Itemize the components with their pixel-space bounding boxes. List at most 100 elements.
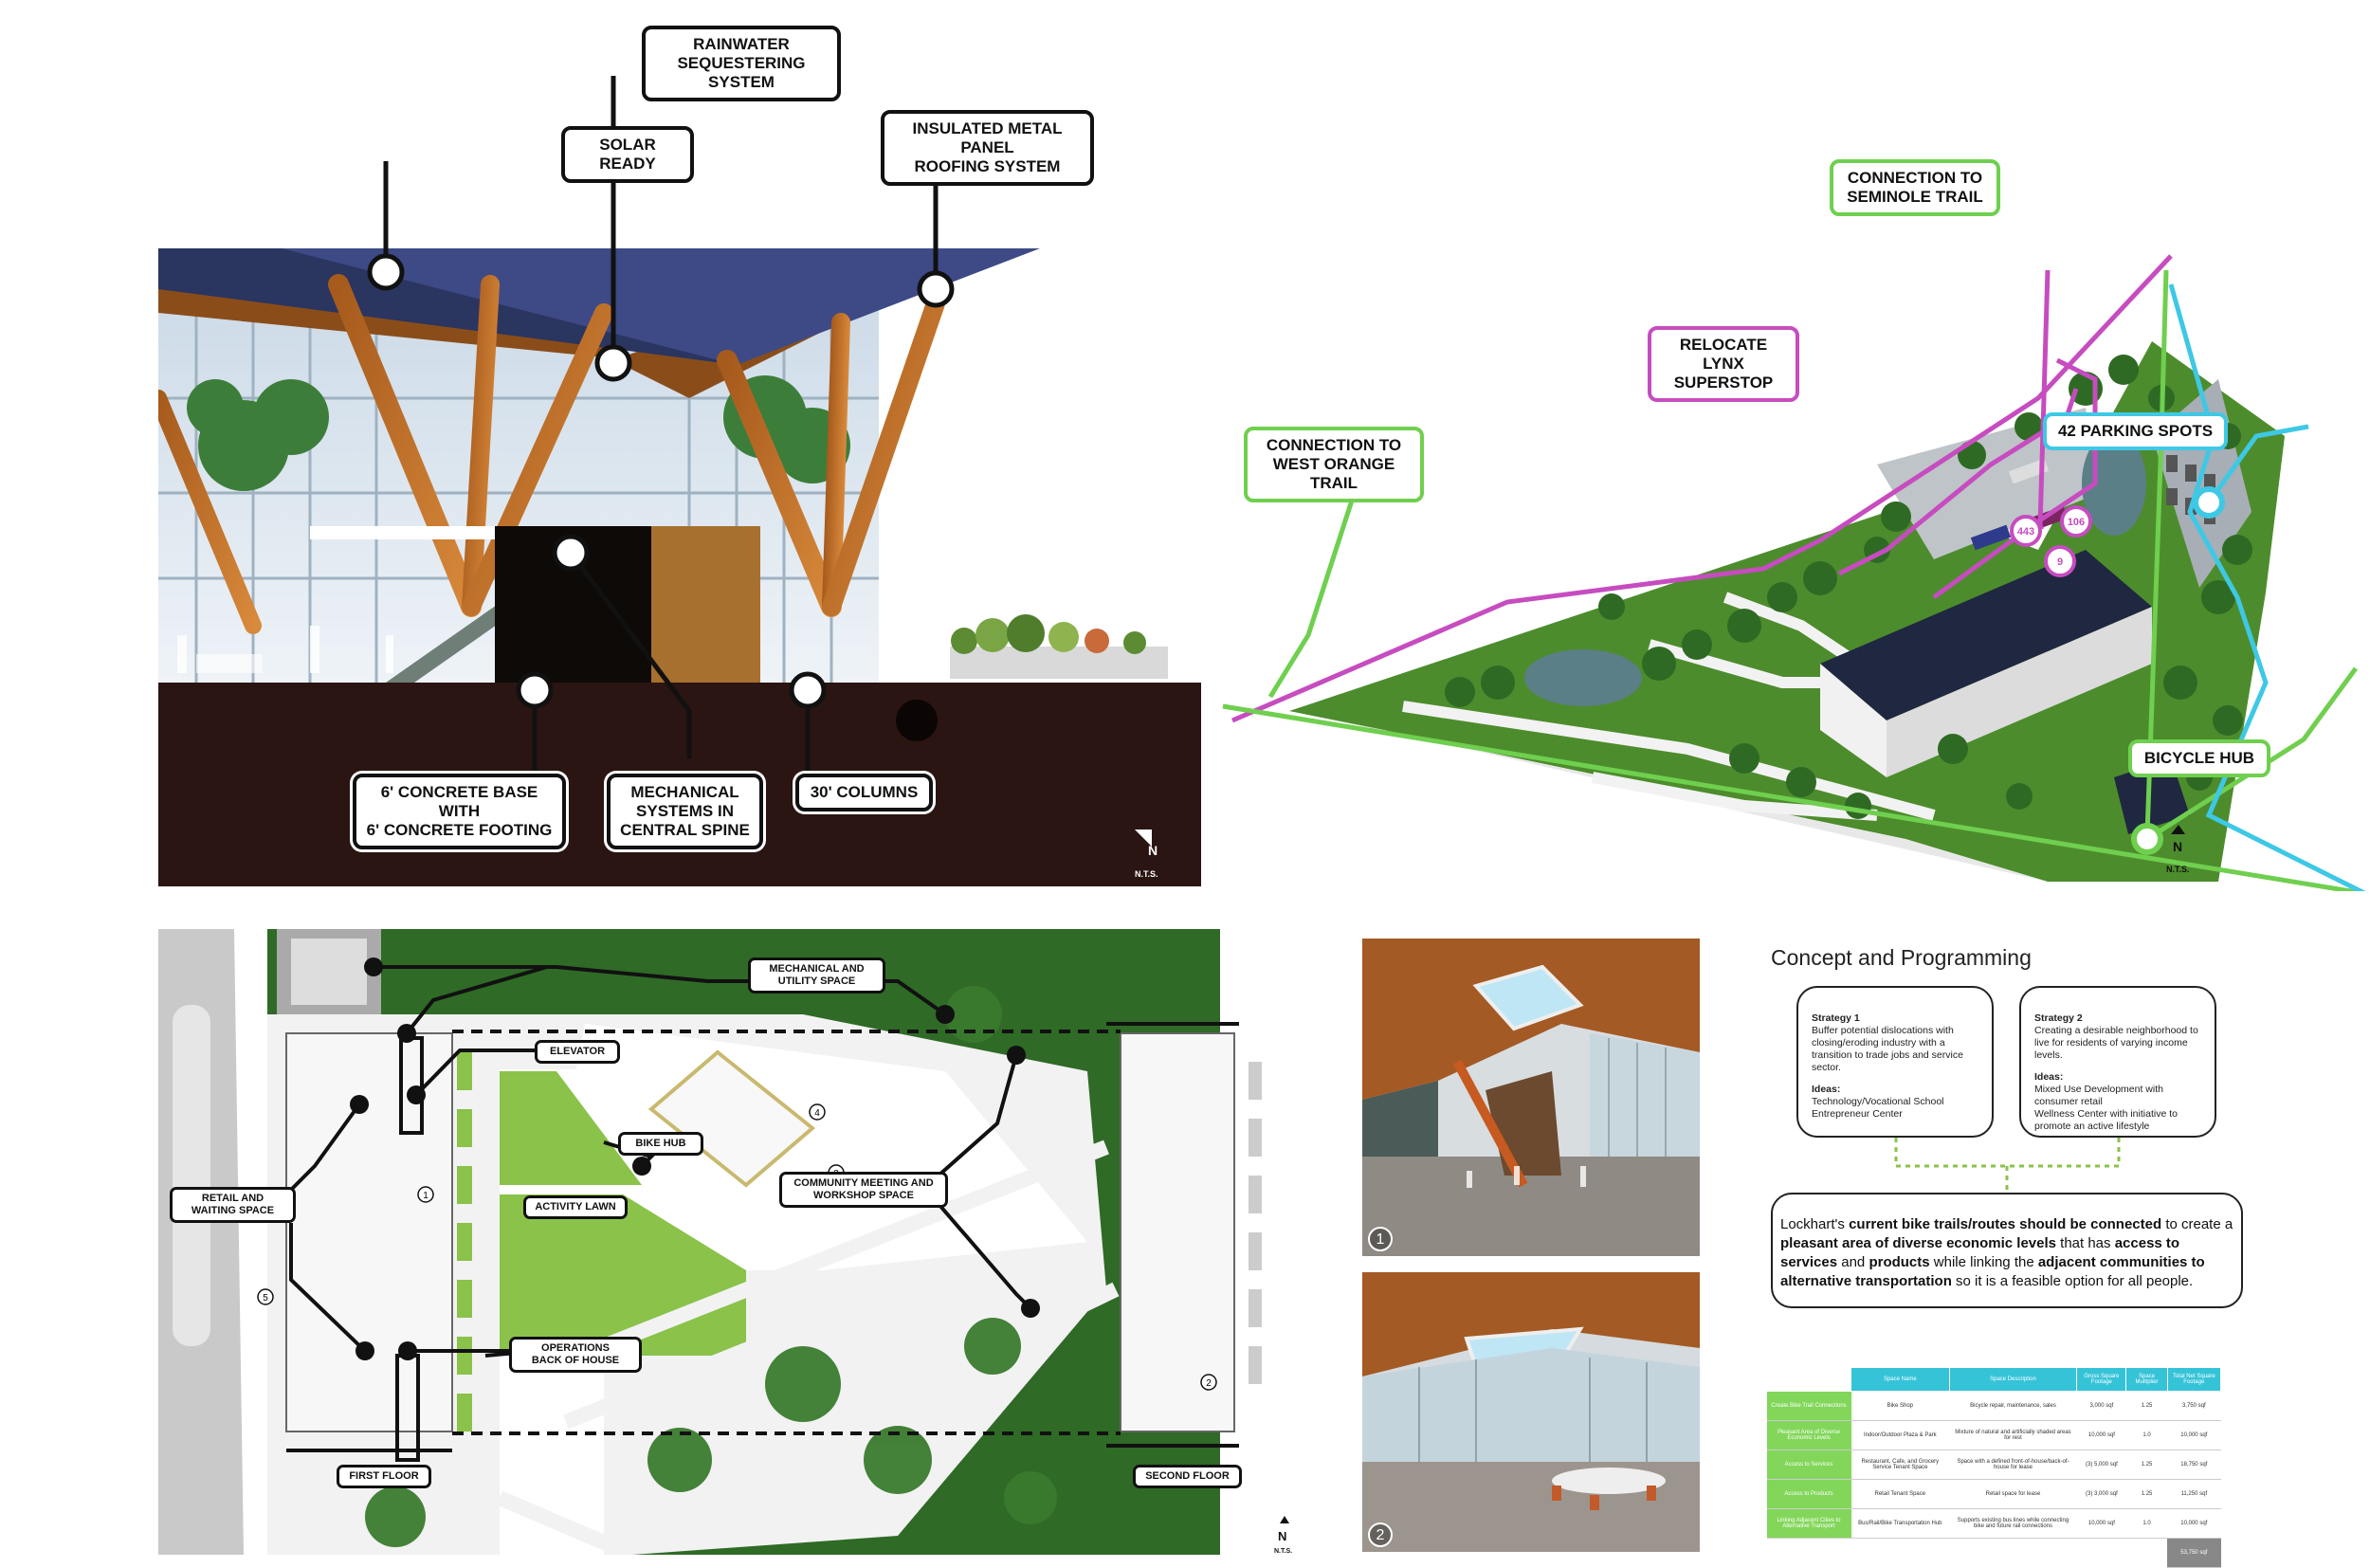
label-retail-waiting: RETAIL AND WAITING SPACE: [170, 1187, 296, 1223]
para-text-4: and: [1837, 1254, 1869, 1270]
label-bike-hub: BIKE HUB: [618, 1132, 703, 1156]
table-cell: 1.25: [2125, 1391, 2168, 1421]
second-floor-building: [1120, 1032, 1235, 1432]
site-panel: 443 106 9 N N.T.S. CONNECTION TO SEMINOL…: [1213, 152, 2370, 891]
strategy-1-heading: Strategy 1: [1812, 1012, 1860, 1024]
floor-plan-panel: 1 2 3 4 5 N N.T.S. MECHANICAL AND UTILIT…: [158, 929, 1334, 1555]
table-cell: 1.0: [2125, 1508, 2168, 1539]
strategy-2-box: Strategy 2 Creating a desirable neighbor…: [2019, 986, 2216, 1138]
floor-link-dashed: [452, 1030, 1121, 1435]
table-cell: 18,750 sqf: [2167, 1449, 2221, 1480]
label-first-floor: FIRST FLOOR: [337, 1465, 431, 1488]
plan-north-letter: N: [1278, 1529, 1286, 1543]
table-cell: Indoor/Outdoor Plaza & Park: [1850, 1420, 1950, 1450]
th-gross-sf: Gross Square Footage: [2076, 1367, 2127, 1392]
table-cell: Create Bike Trail Connections: [1766, 1391, 1851, 1421]
th-multiplier: Space Multiplier: [2125, 1367, 2168, 1392]
section-nts: N.T.S.: [1135, 869, 1158, 879]
marker-4: 4: [814, 1108, 820, 1119]
section-panel: N N.T.S. RAINWATER SEQUESTERING SYSTEM S…: [158, 0, 1201, 886]
table-cell: Bus/Rail/Bike Transportation Hub: [1850, 1508, 1950, 1539]
bicycle-hub-node-icon: [2131, 823, 2163, 855]
table-cell: 10,000 sqf: [2167, 1420, 2221, 1450]
label-seminole-trail: CONNECTION TO SEMINOLE TRAIL: [1830, 159, 2000, 216]
label-activity-lawn: ACTIVITY LAWN: [523, 1195, 628, 1219]
plan-north-arrow-icon: N N.T.S.: [1274, 1516, 1292, 1555]
marker-2: 2: [1206, 1378, 1212, 1389]
label-second-floor: SECOND FLOOR: [1133, 1465, 1242, 1488]
timber-columns: [158, 274, 945, 634]
lynx-route-line: [1231, 254, 2173, 723]
table-cell: (3) 3,000 sqf: [2076, 1479, 2126, 1509]
strategy-2-ideas-heading: Ideas:: [2034, 1071, 2064, 1083]
table-cell: Bike Shop: [1850, 1391, 1950, 1421]
site-nts: N.T.S.: [2166, 865, 2190, 874]
para-bold-4: products: [1869, 1254, 1930, 1270]
para-bold-5: adjacent communities to alternative tran…: [1780, 1254, 2205, 1289]
plan-nts: N.T.S.: [1274, 1548, 1292, 1555]
table-cell: 3,000 sqf: [2076, 1391, 2126, 1421]
table-cell: Retail Tenant Space: [1850, 1479, 1950, 1509]
section-callout-dots: [367, 253, 955, 709]
label-roofing: INSULATED METAL PANEL ROOFING SYSTEM: [881, 110, 1094, 186]
route-106-label: 106: [2068, 517, 2085, 528]
para-text-3: that has: [2055, 1235, 2115, 1251]
label-concrete-base: 6' CONCRETE BASE WITH 6' CONCRETE FOOTIN…: [353, 774, 566, 849]
label-lynx-superstop: RELOCATE LYNX SUPERSTOP: [1648, 326, 1799, 402]
site-north-letter: N: [2173, 839, 2182, 854]
strategy-1-ideas: Technology/Vocational School Entrepreneu…: [1812, 1096, 1944, 1120]
table-cell: 1.25: [2125, 1449, 2168, 1480]
table-cell: Space with a defined front-of-house/back…: [1949, 1449, 2077, 1480]
table-cell: 11,250 sqf: [2167, 1479, 2221, 1509]
label-bicycle-hub: BICYCLE HUB: [2128, 739, 2270, 777]
para-text-1: Lockhart's: [1780, 1216, 1850, 1232]
table-cell: 3,750 sqf: [2167, 1391, 2221, 1421]
marker-5: 5: [263, 1293, 268, 1304]
strategy-1-ideas-heading: Ideas:: [1812, 1084, 1841, 1095]
floor-plan-drawing: 1 2 3 4 5 N N.T.S.: [158, 929, 1334, 1555]
table-total-row: 53,750 sqf: [1767, 1538, 2221, 1568]
pond-west: [1524, 649, 1642, 706]
table-cell: Mixture of natural and artificially shad…: [1949, 1420, 2077, 1450]
label-mechanical-utility: MECHANICAL AND UTILITY SPACE: [748, 957, 885, 994]
section-north-arrow-icon: N N.T.S.: [1135, 830, 1158, 879]
table-cell: 10,000 sqf: [2076, 1420, 2126, 1450]
strategy-2-text: Creating a desirable neighborhood to liv…: [2034, 1025, 2198, 1061]
table-row: Create Bike Trail Connections Bike Shop …: [1766, 1391, 2221, 1421]
label-rainwater: RAINWATER SEQUESTERING SYSTEM: [642, 26, 841, 101]
label-mechanical-spine: MECHANICAL SYSTEMS IN CENTRAL SPINE: [607, 774, 763, 849]
program-table: Space Name Space Description Gross Squar…: [1766, 1367, 2222, 1568]
label-columns: 30' COLUMNS: [795, 774, 933, 811]
table-cell: Linking Adjacent Cities to Alternative T…: [1766, 1508, 1851, 1539]
table-cell: Bicycle repair, maintenance, sales: [1949, 1391, 2077, 1421]
table-cell: Access to Services: [1766, 1449, 1851, 1480]
table-cell: 1.0: [2125, 1420, 2168, 1450]
para-bold-3: access to services: [1780, 1235, 2180, 1270]
interior-render-2: 2: [1362, 1272, 1700, 1552]
table-row: Linking Adjacent Cities to Alternative T…: [1766, 1508, 2221, 1539]
site-axon-drawing: 443 106 9 N N.T.S.: [1222, 254, 2366, 891]
th-space-name: Space Name: [1850, 1367, 1950, 1392]
strategy-1-text: Buffer potential dislocations with closi…: [1812, 1025, 1963, 1073]
concept-paragraph: Lockhart's current bike trails/routes sh…: [1771, 1193, 2243, 1308]
interior-render-1: 1: [1362, 939, 1700, 1256]
label-parking-spots: 42 PARKING SPOTS: [2043, 412, 2228, 450]
first-floor-building: [285, 1032, 453, 1432]
strategy-connector: [1894, 1138, 2121, 1193]
bus-route-badges: 443 106 9: [2010, 505, 2092, 577]
strategy-2-ideas: Mixed Use Development with consumer reta…: [2034, 1084, 2178, 1132]
pond-east: [2082, 431, 2146, 536]
parking-node-icon: [2193, 486, 2225, 519]
concept-title: Concept and Programming: [1771, 945, 2032, 970]
label-operations: OPERATIONS BACK OF HOUSE: [509, 1337, 642, 1373]
marker-1: 1: [423, 1191, 428, 1201]
main-building-roof: [1820, 550, 2152, 720]
label-elevator: ELEVATOR: [535, 1040, 620, 1064]
render-2-number: 2: [1368, 1522, 1393, 1547]
table-cell: Pleasant Area of Diverse Economic Levels: [1766, 1420, 1851, 1450]
render-1-number: 1: [1368, 1227, 1393, 1251]
table-cell: Retail space for lease: [1949, 1479, 2077, 1509]
para-text-5: while linking the: [1929, 1254, 2038, 1270]
table-cell: 10,000 sqf: [2167, 1508, 2221, 1539]
section-north-letter: N: [1148, 843, 1158, 858]
